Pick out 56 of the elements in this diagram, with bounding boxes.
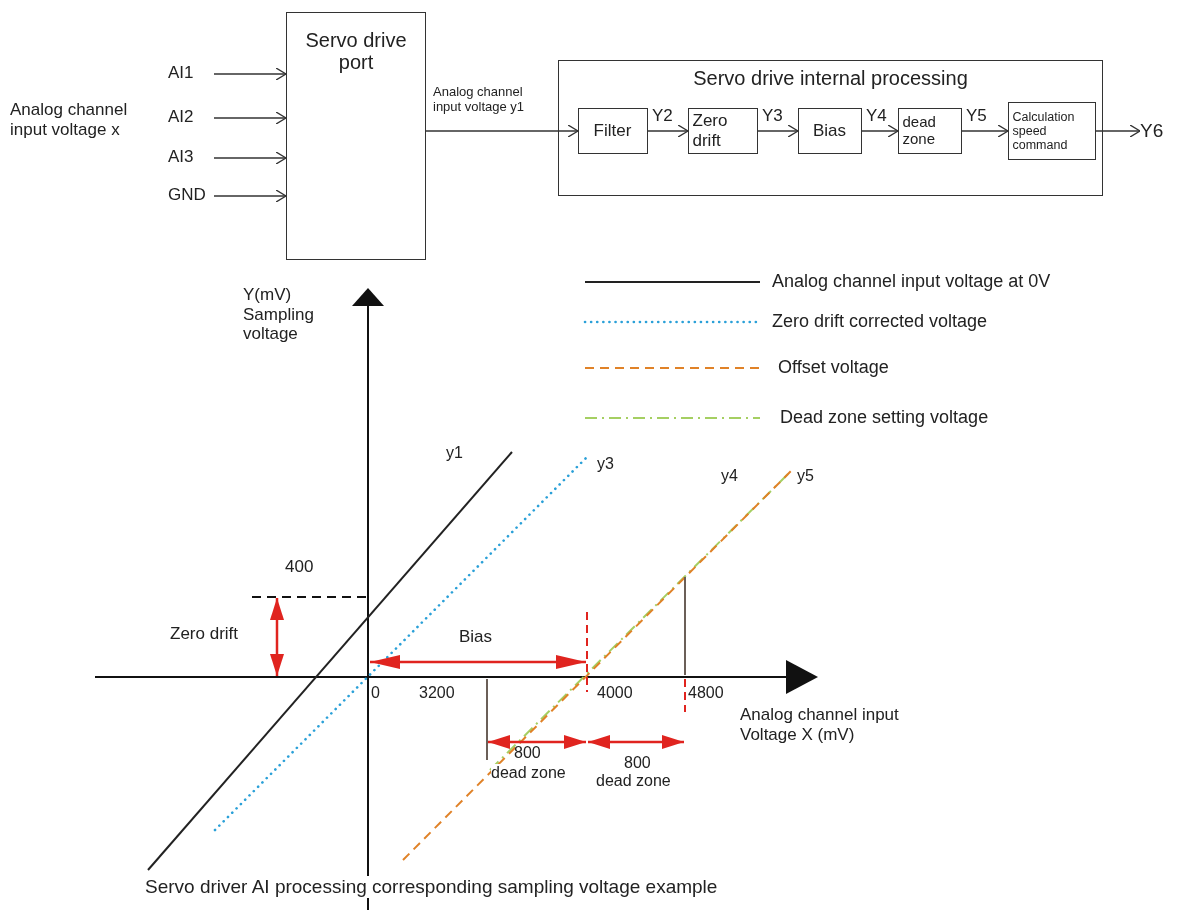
process-box (687, 107, 758, 154)
caption: Servo driver AI processing corresponding sampling voltage example (145, 876, 718, 898)
chart-label: 4000 (597, 684, 634, 703)
chart-label: 3200 (419, 684, 456, 703)
axis-title: Y(mV) Sampling voltage (243, 285, 315, 344)
pin-label: AI3 (168, 147, 195, 167)
chart-label: 800 (624, 754, 652, 773)
chart-label: 0 (371, 684, 381, 703)
output-label: Y6 (1140, 120, 1165, 142)
arrow (213, 111, 287, 125)
legend-label: Dead zone setting voltage (780, 407, 989, 428)
pin-label: AI2 (168, 107, 195, 127)
legend-label: Offset voltage (778, 357, 889, 378)
arrow (861, 124, 899, 138)
box-heading: Servo drive port (304, 29, 408, 74)
chart-label: Bias (459, 627, 494, 647)
box-label: Filter (592, 121, 633, 140)
arrow (213, 189, 287, 203)
chart-label: 400 (285, 557, 315, 577)
chart-label: Zero drift (170, 624, 240, 644)
arrow (425, 124, 579, 138)
edge-label: Y2 (652, 106, 673, 126)
box-label: Calculation speed command (1012, 109, 1076, 152)
box-label: dead zone (902, 113, 937, 148)
box-heading: Servo drive internal processing (692, 67, 969, 90)
chart-label: y4 (721, 467, 739, 486)
pin-label: AI1 (168, 63, 195, 83)
process-box (1007, 101, 1096, 160)
legend-label: Analog channel input voltage at 0V (772, 271, 1051, 292)
arrow (757, 124, 799, 138)
edge-label: Y3 (762, 106, 783, 126)
process-box (577, 107, 648, 154)
chart-label: 800 (514, 744, 542, 763)
pin-label: GND (168, 185, 207, 205)
chart-label: dead zone (596, 772, 672, 791)
arrow (961, 124, 1009, 138)
arrow (647, 124, 689, 138)
chart-label: y1 (446, 444, 464, 463)
box-label: Bias (811, 121, 848, 140)
arrow (213, 67, 287, 81)
chart-label: y3 (597, 455, 615, 474)
legend-label: Zero drift corrected voltage (772, 311, 988, 332)
arrow (213, 151, 287, 165)
process-box (897, 107, 962, 154)
edge-label: Analog channel input voltage y1 (433, 85, 526, 115)
arrow (1095, 124, 1141, 138)
port-box (286, 12, 426, 260)
processing-panel (558, 60, 1103, 196)
chart-label: y5 (797, 467, 815, 486)
edge-label: Y5 (966, 106, 987, 126)
input-label: Analog channel input voltage x (10, 100, 129, 140)
axis-title: Analog channel input Voltage X (mV) (740, 705, 900, 745)
chart-label: 4800 (688, 684, 725, 703)
box-label: Zero drift (692, 111, 729, 150)
edge-label: Y4 (866, 106, 887, 126)
process-box (797, 107, 862, 154)
